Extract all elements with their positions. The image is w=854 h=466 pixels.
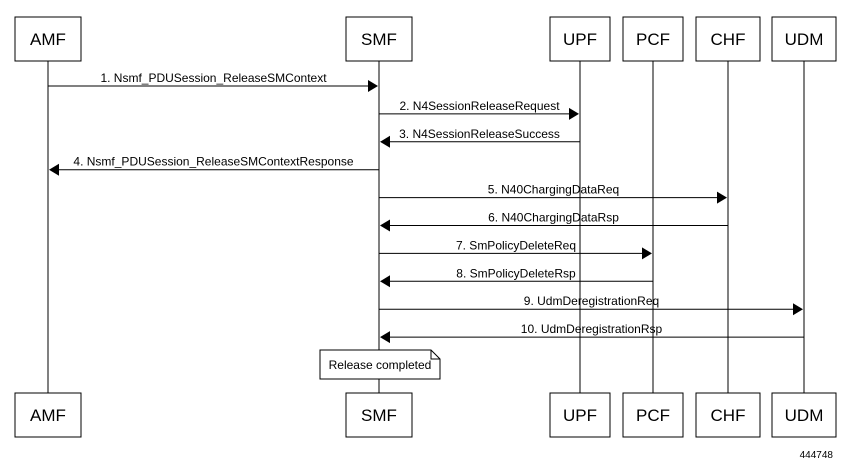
- udm-label-bottom: UDM: [785, 406, 824, 425]
- note-release-completed: Release completed: [319, 349, 441, 380]
- upf-label-bottom: UPF: [563, 406, 597, 425]
- message-label: 6. N40ChargingDataRsp: [488, 211, 619, 225]
- chf-participant-bottom: CHF: [695, 392, 761, 438]
- arrowhead: [569, 107, 579, 120]
- pcf-label-top: PCF: [636, 30, 670, 49]
- upf-box-top: [549, 16, 611, 62]
- arrowhead: [717, 191, 727, 204]
- message-label: 8. SmPolicyDeleteRsp: [456, 266, 576, 280]
- arrowhead: [380, 275, 390, 288]
- message-1: 1. Nsmf_PDUSession_ReleaseSMContext: [48, 71, 378, 92]
- udm-label-top: UDM: [785, 30, 824, 49]
- chf-label-top: CHF: [711, 30, 746, 49]
- message-label: 9. UdmDeregistrationReq: [524, 294, 659, 308]
- chf-box-top: [695, 16, 761, 62]
- udm-participant-bottom: UDM: [771, 392, 837, 438]
- udm-box-bottom: [771, 392, 837, 438]
- chf-label-bottom: CHF: [711, 406, 746, 425]
- amf-participant-top: AMF: [14, 16, 82, 62]
- message-6: 6. N40ChargingDataRsp: [380, 211, 728, 232]
- message-label: 5. N40ChargingDataReq: [488, 183, 619, 197]
- arrowhead: [793, 303, 803, 316]
- smf-participant-bottom: SMF: [345, 392, 413, 438]
- arrowhead: [380, 331, 390, 344]
- upf-participant-top: UPF: [549, 16, 611, 62]
- note-fold: [430, 350, 440, 360]
- udm-participant-top: UDM: [771, 16, 837, 62]
- arrowhead: [368, 80, 378, 92]
- message-label: 2. N4SessionReleaseRequest: [399, 99, 560, 113]
- pcf-participant-bottom: PCF: [622, 392, 684, 438]
- pcf-participant-top: PCF: [622, 16, 684, 62]
- chf-participant-top: CHF: [695, 16, 761, 62]
- message-10: 10. UdmDeregistrationRsp: [380, 322, 804, 344]
- upf-box-bottom: [549, 392, 611, 438]
- smf-label-bottom: SMF: [361, 406, 397, 425]
- message-7: 7. SmPolicyDeleteReq: [379, 238, 652, 260]
- arrowhead: [380, 135, 390, 148]
- figure-id: 444748: [800, 450, 834, 461]
- note-box: [319, 349, 441, 380]
- message-label: 10. UdmDeregistrationRsp: [521, 322, 663, 336]
- message-label: 1. Nsmf_PDUSession_ReleaseSMContext: [100, 71, 327, 85]
- note-text: Release completed: [329, 358, 432, 372]
- amf-label-bottom: AMF: [30, 406, 66, 425]
- message-label: 7. SmPolicyDeleteReq: [456, 238, 576, 252]
- message-label: 4. Nsmf_PDUSession_ReleaseSMContextRespo…: [73, 155, 353, 169]
- message-5: 5. N40ChargingDataReq: [379, 183, 727, 204]
- pcf-box-bottom: [622, 392, 684, 438]
- upf-participant-bottom: UPF: [549, 392, 611, 438]
- arrowhead: [380, 219, 390, 232]
- pcf-label-bottom: PCF: [636, 406, 670, 425]
- amf-box-top: [14, 16, 82, 62]
- message-4: 4. Nsmf_PDUSession_ReleaseSMContextRespo…: [49, 155, 379, 176]
- amf-label-top: AMF: [30, 30, 66, 49]
- amf-participant-bottom: AMF: [14, 392, 82, 438]
- message-8: 8. SmPolicyDeleteRsp: [380, 266, 653, 288]
- message-2: 2. N4SessionReleaseRequest: [379, 99, 579, 120]
- pcf-box-top: [622, 16, 684, 62]
- smf-box-bottom: [345, 392, 413, 438]
- smf-box-top: [345, 16, 413, 62]
- message-9: 9. UdmDeregistrationReq: [379, 294, 803, 316]
- chf-box-bottom: [695, 392, 761, 438]
- arrowhead: [642, 247, 652, 260]
- udm-box-top: [771, 16, 837, 62]
- smf-label-top: SMF: [361, 30, 397, 49]
- smf-participant-top: SMF: [345, 16, 413, 62]
- upf-label-top: UPF: [563, 30, 597, 49]
- arrowhead: [49, 163, 59, 176]
- amf-box-bottom: [14, 392, 82, 438]
- message-label: 3. N4SessionReleaseSuccess: [399, 127, 560, 141]
- message-3: 3. N4SessionReleaseSuccess: [380, 127, 580, 148]
